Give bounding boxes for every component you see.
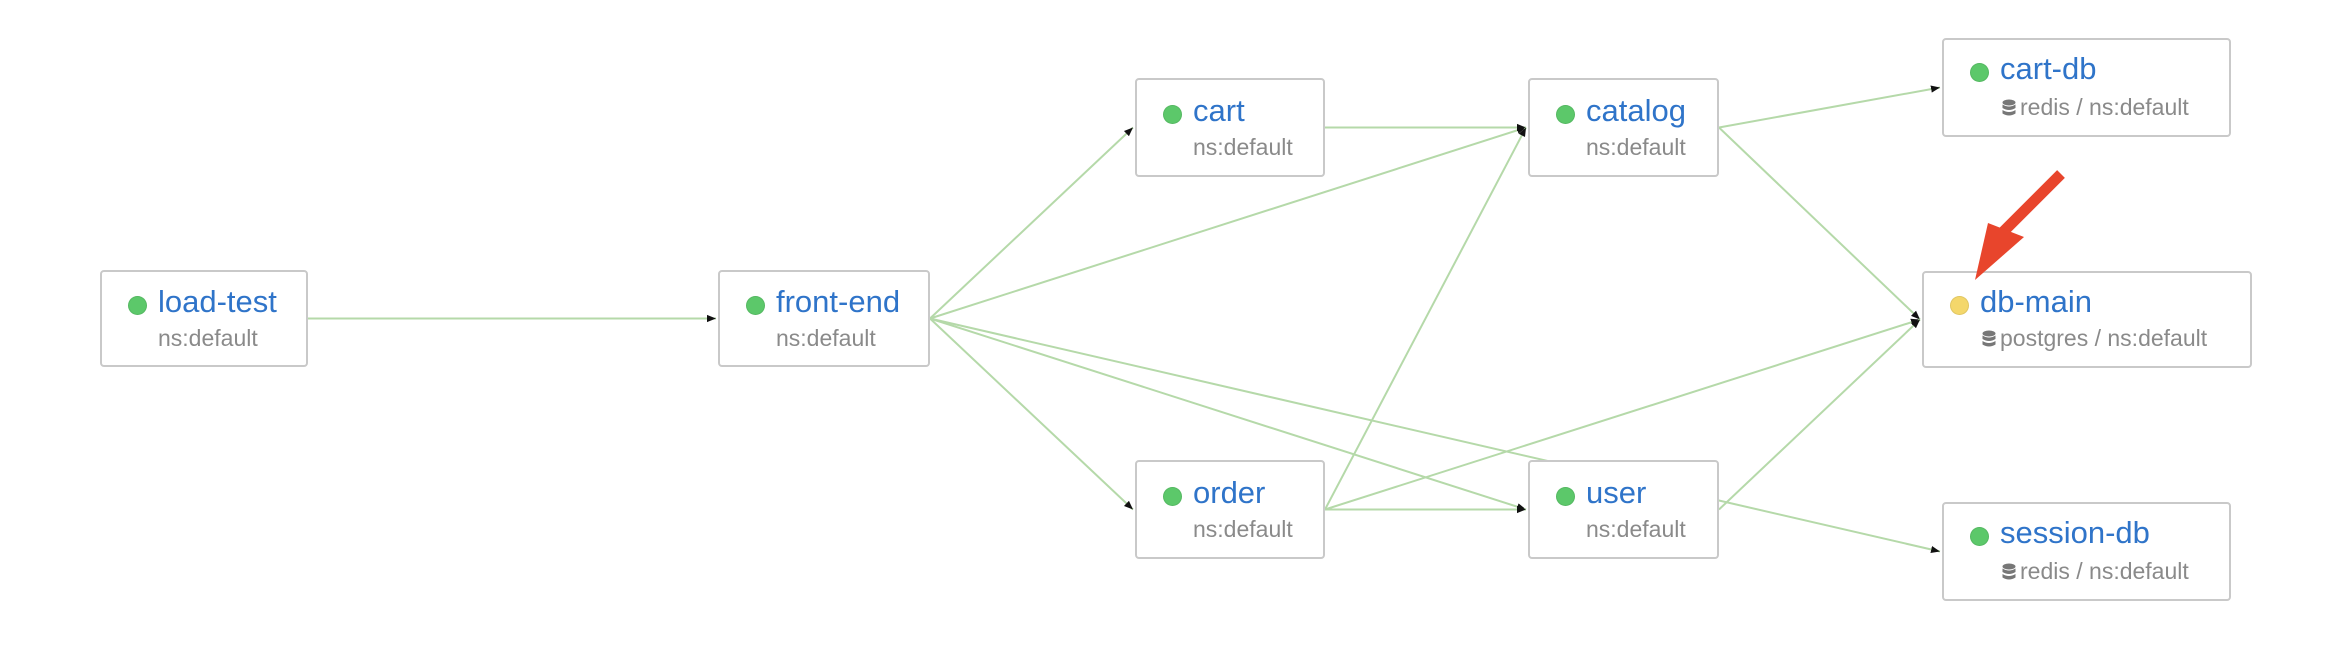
node-namespace: ns:default [1586,516,1686,542]
node-namespace: ns:default [158,325,258,351]
node-namespace: ns:default [1586,134,1686,160]
node-title[interactable]: db-main [1980,284,2092,319]
node-title[interactable]: cart-db [2000,51,2097,86]
node-namespace: redis / ns:default [2020,94,2189,120]
edge-order-to-db-main [1324,318,1921,511]
node-order[interactable]: order ns:default [1135,460,1325,559]
status-ok-icon [1163,105,1182,124]
node-namespace: postgres / ns:default [2000,325,2208,351]
node-cart-db[interactable]: cart-db redis / ns:default [1942,38,2231,137]
status-ok-icon [1970,527,1989,546]
edge-front-end-to-session-db [929,317,1941,553]
edge-catalog-to-db-main [1718,126,1921,321]
node-namespace: ns:default [1193,134,1293,160]
node-load-test[interactable]: load-test ns:default [100,270,308,367]
database-icon [2002,99,2016,116]
node-title[interactable]: user [1586,475,1647,510]
node-title[interactable]: load-test [158,284,277,319]
node-subtitle: postgres / ns:default [1982,324,2207,352]
node-subtitle: redis / ns:default [2002,93,2189,121]
node-namespace: redis / ns:default [2020,558,2189,584]
status-ok-icon [128,296,147,315]
node-namespace: ns:default [1193,516,1293,542]
status-ok-icon [1556,487,1575,506]
node-cart[interactable]: cart ns:default [1135,78,1325,177]
node-db-main[interactable]: db-main postgres / ns:default [1922,271,2252,368]
status-ok-icon [1163,487,1182,506]
node-title[interactable]: catalog [1586,93,1686,128]
edge-front-end-to-catalog [929,126,1527,320]
node-catalog[interactable]: catalog ns:default [1528,78,1719,177]
database-icon [2002,563,2016,580]
status-ok-icon [1556,105,1575,124]
edge-front-end-to-cart [929,126,1134,320]
edge-catalog-to-cart-db [1718,85,1941,129]
node-title[interactable]: session-db [2000,515,2150,550]
edge-order-to-catalog [1324,127,1527,510]
node-front-end[interactable]: front-end ns:default [718,270,930,367]
node-namespace: ns:default [776,325,876,351]
database-icon [1982,330,1996,347]
node-title[interactable]: front-end [776,284,901,319]
edge-front-end-to-order [929,317,1134,511]
node-session-db[interactable]: session-db redis / ns:default [1942,502,2231,601]
node-title[interactable]: cart [1193,93,1245,128]
node-user[interactable]: user ns:default [1528,460,1719,559]
node-title[interactable]: order [1193,475,1266,510]
status-ok-icon [1970,63,1989,82]
status-warning-icon [1950,296,1969,315]
edge-user-to-db-main [1718,318,1921,511]
status-ok-icon [746,296,765,315]
node-subtitle: redis / ns:default [2002,557,2189,585]
